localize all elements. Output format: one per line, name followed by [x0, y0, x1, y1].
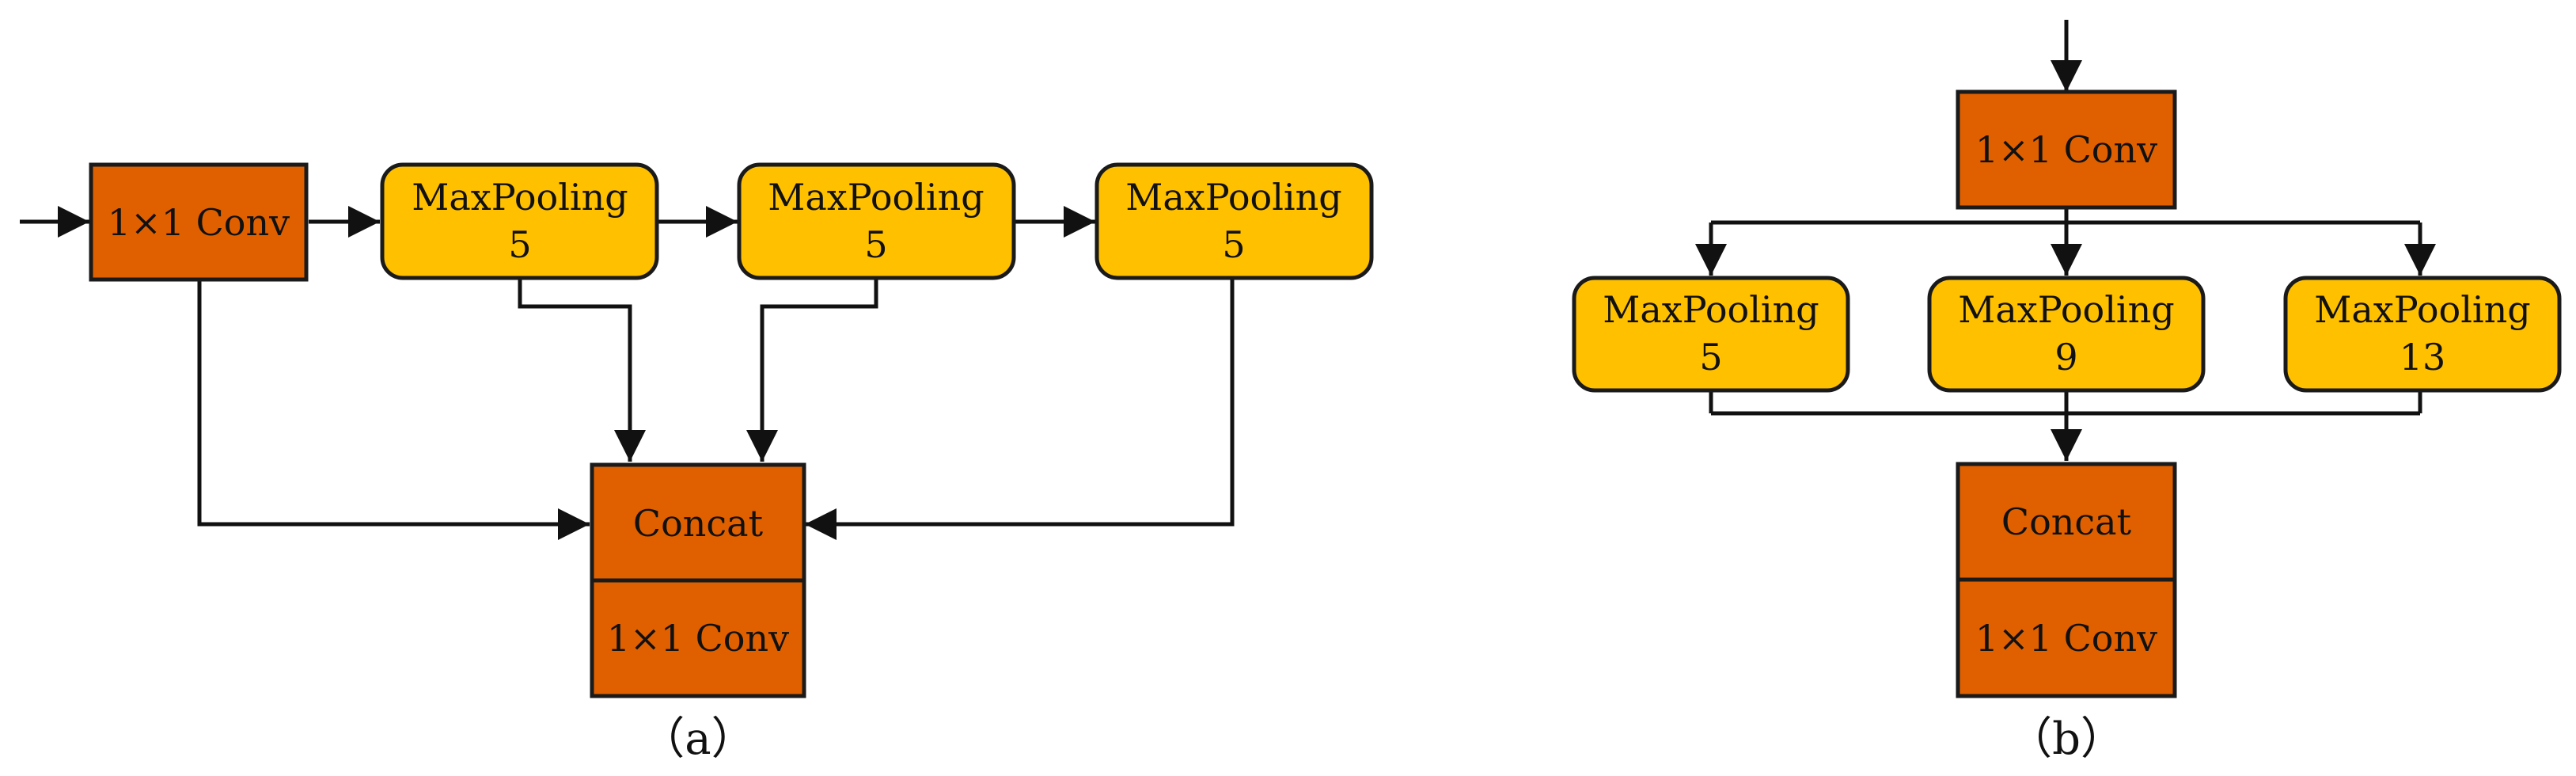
b-output-conv-label: 1×1 Conv — [1975, 617, 2157, 660]
b-maxpool-5-size: 5 — [1699, 336, 1722, 378]
a-maxpool-2-label: MaxPooling — [768, 176, 984, 219]
b-maxpool-9-box: MaxPooling 9 — [1927, 276, 2206, 393]
a-pool3-to-concat-arrow — [805, 279, 1235, 540]
a-maxpool-2-box: MaxPooling 5 — [737, 162, 1016, 280]
a-maxpool-1-box: MaxPooling 5 — [380, 162, 659, 280]
b-maxpool-5-box: MaxPooling 5 — [1572, 276, 1850, 393]
a-concat-box: Concat — [590, 462, 806, 583]
a-pool1-to-concat-arrow — [518, 279, 646, 462]
b-caption: （b） — [2008, 713, 2125, 765]
diagram-a-connectors — [20, 206, 1235, 540]
b-concat-box: Concat — [1956, 462, 2177, 582]
a-maxpool-1-label: MaxPooling — [412, 176, 628, 219]
a-maxpool-1-size: 5 — [508, 223, 531, 266]
b-maxpool-13-box: MaxPooling 13 — [2283, 276, 2562, 393]
a-output-conv-label: 1×1 Conv — [607, 617, 789, 660]
b-maxpool-13-label: MaxPooling — [2314, 288, 2530, 331]
b-output-conv-box: 1×1 Conv — [1956, 577, 2177, 698]
a-input-conv-box: 1×1 Conv — [89, 162, 309, 282]
b-maxpool-9-size: 9 — [2054, 336, 2077, 378]
a-input-conv-label: 1×1 Conv — [108, 201, 290, 244]
diagram-b-connectors — [1695, 20, 2436, 461]
a-output-conv-box: 1×1 Conv — [590, 578, 806, 698]
a-maxpool-3-box: MaxPooling 5 — [1095, 162, 1374, 280]
b-maxpool-5-label: MaxPooling — [1603, 288, 1819, 331]
b-concat-label: Concat — [2001, 500, 2132, 543]
b-input-conv-label: 1×1 Conv — [1975, 128, 2157, 171]
a-caption: （a） — [640, 713, 755, 765]
b-input-conv-box: 1×1 Conv — [1956, 89, 2177, 210]
a-maxpool-3-label: MaxPooling — [1125, 176, 1341, 219]
b-maxpool-9-label: MaxPooling — [1958, 288, 2174, 331]
a-pool2-to-concat-arrow — [746, 279, 878, 462]
diagram-a: 1×1 Conv MaxPooling 5 MaxPooling 5 MaxPo… — [20, 162, 1374, 765]
a-maxpool-3-size: 5 — [1222, 223, 1245, 266]
a-concat-label: Concat — [633, 502, 764, 545]
a-conv-to-concat-arrow — [197, 279, 590, 540]
b-maxpool-13-size: 13 — [2400, 336, 2446, 378]
diagram-b: 1×1 Conv MaxPooling 5 MaxPooling 9 MaxPo… — [1572, 20, 2562, 765]
a-maxpool-2-size: 5 — [864, 223, 887, 266]
